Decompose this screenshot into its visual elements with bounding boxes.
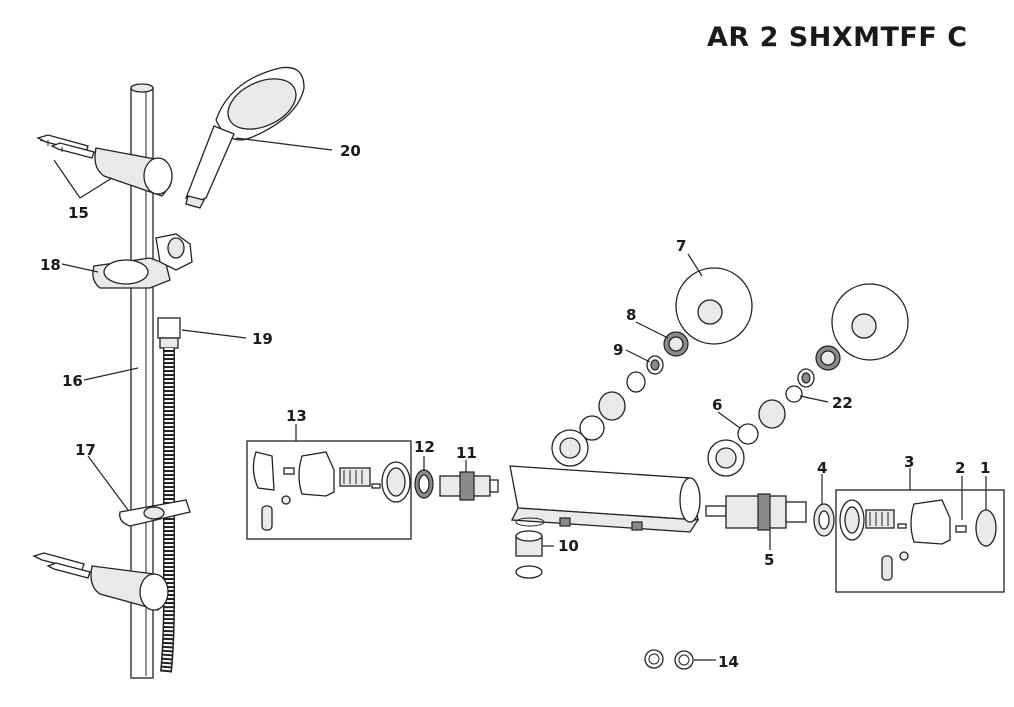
callout-8: 8 [626,306,636,324]
part-9-check-valve-left [646,355,664,375]
part-8-filter-right [815,345,841,371]
callout-12: 12 [414,438,435,456]
callout-1: 1 [980,459,990,477]
part-5-thermostatic-cartridge [705,493,807,531]
callout-13: 13 [286,407,307,425]
callout-19: 19 [252,330,273,348]
part-7-wall-cover-right [831,283,909,361]
part-19-hose [157,317,181,673]
callout-20: 20 [340,142,361,160]
part-4-adaptor [813,503,835,537]
callout-2: 2 [955,459,965,477]
callout-labels: 1 2 3 4 5 6 7 8 9 10 11 12 13 14 15 16 1… [40,142,990,671]
mixer-valve-body [509,465,701,533]
part-15-wall-bracket-upper [94,147,173,197]
part-7-wall-cover-left [675,267,753,345]
callout-7: 7 [676,237,686,255]
callout-4: 4 [817,459,827,477]
model-code-title: AR 2 SHXMTFF C [707,22,968,53]
callout-14: 14 [718,653,739,671]
callout-22: 22 [832,394,853,412]
inlet-union-left [551,371,646,467]
callout-5: 5 [764,551,774,569]
part-11-flow-cartridge [439,471,499,501]
callout-10: 10 [558,537,579,555]
part-12-adaptor [414,469,434,499]
part-18-slider-bracket [92,233,193,289]
inlet-union-right [707,399,786,477]
leader-lines [53,137,987,661]
part-3-handle-kit-box [835,489,1005,593]
part-20-handset [185,66,305,209]
callout-11: 11 [456,444,477,462]
callout-16: 16 [62,372,83,390]
part-15-wall-plugs-lower [32,552,91,579]
part-13-handle-kit-box [246,440,412,540]
callout-9: 9 [613,341,623,359]
callout-15: 15 [68,204,89,222]
part-22-check-valve-right [785,368,815,403]
callout-3: 3 [904,453,914,471]
callout-18: 18 [40,256,61,274]
callout-17: 17 [75,441,96,459]
part-17-hose-retainer [119,499,191,527]
part-14-washers [644,649,694,670]
part-10-outlet-adaptor [515,517,545,579]
part-15-wall-bracket-lower [90,565,169,611]
callout-6: 6 [712,396,722,414]
part-8-filter-left [663,331,689,357]
part-15-wall-plugs-top [36,134,95,159]
